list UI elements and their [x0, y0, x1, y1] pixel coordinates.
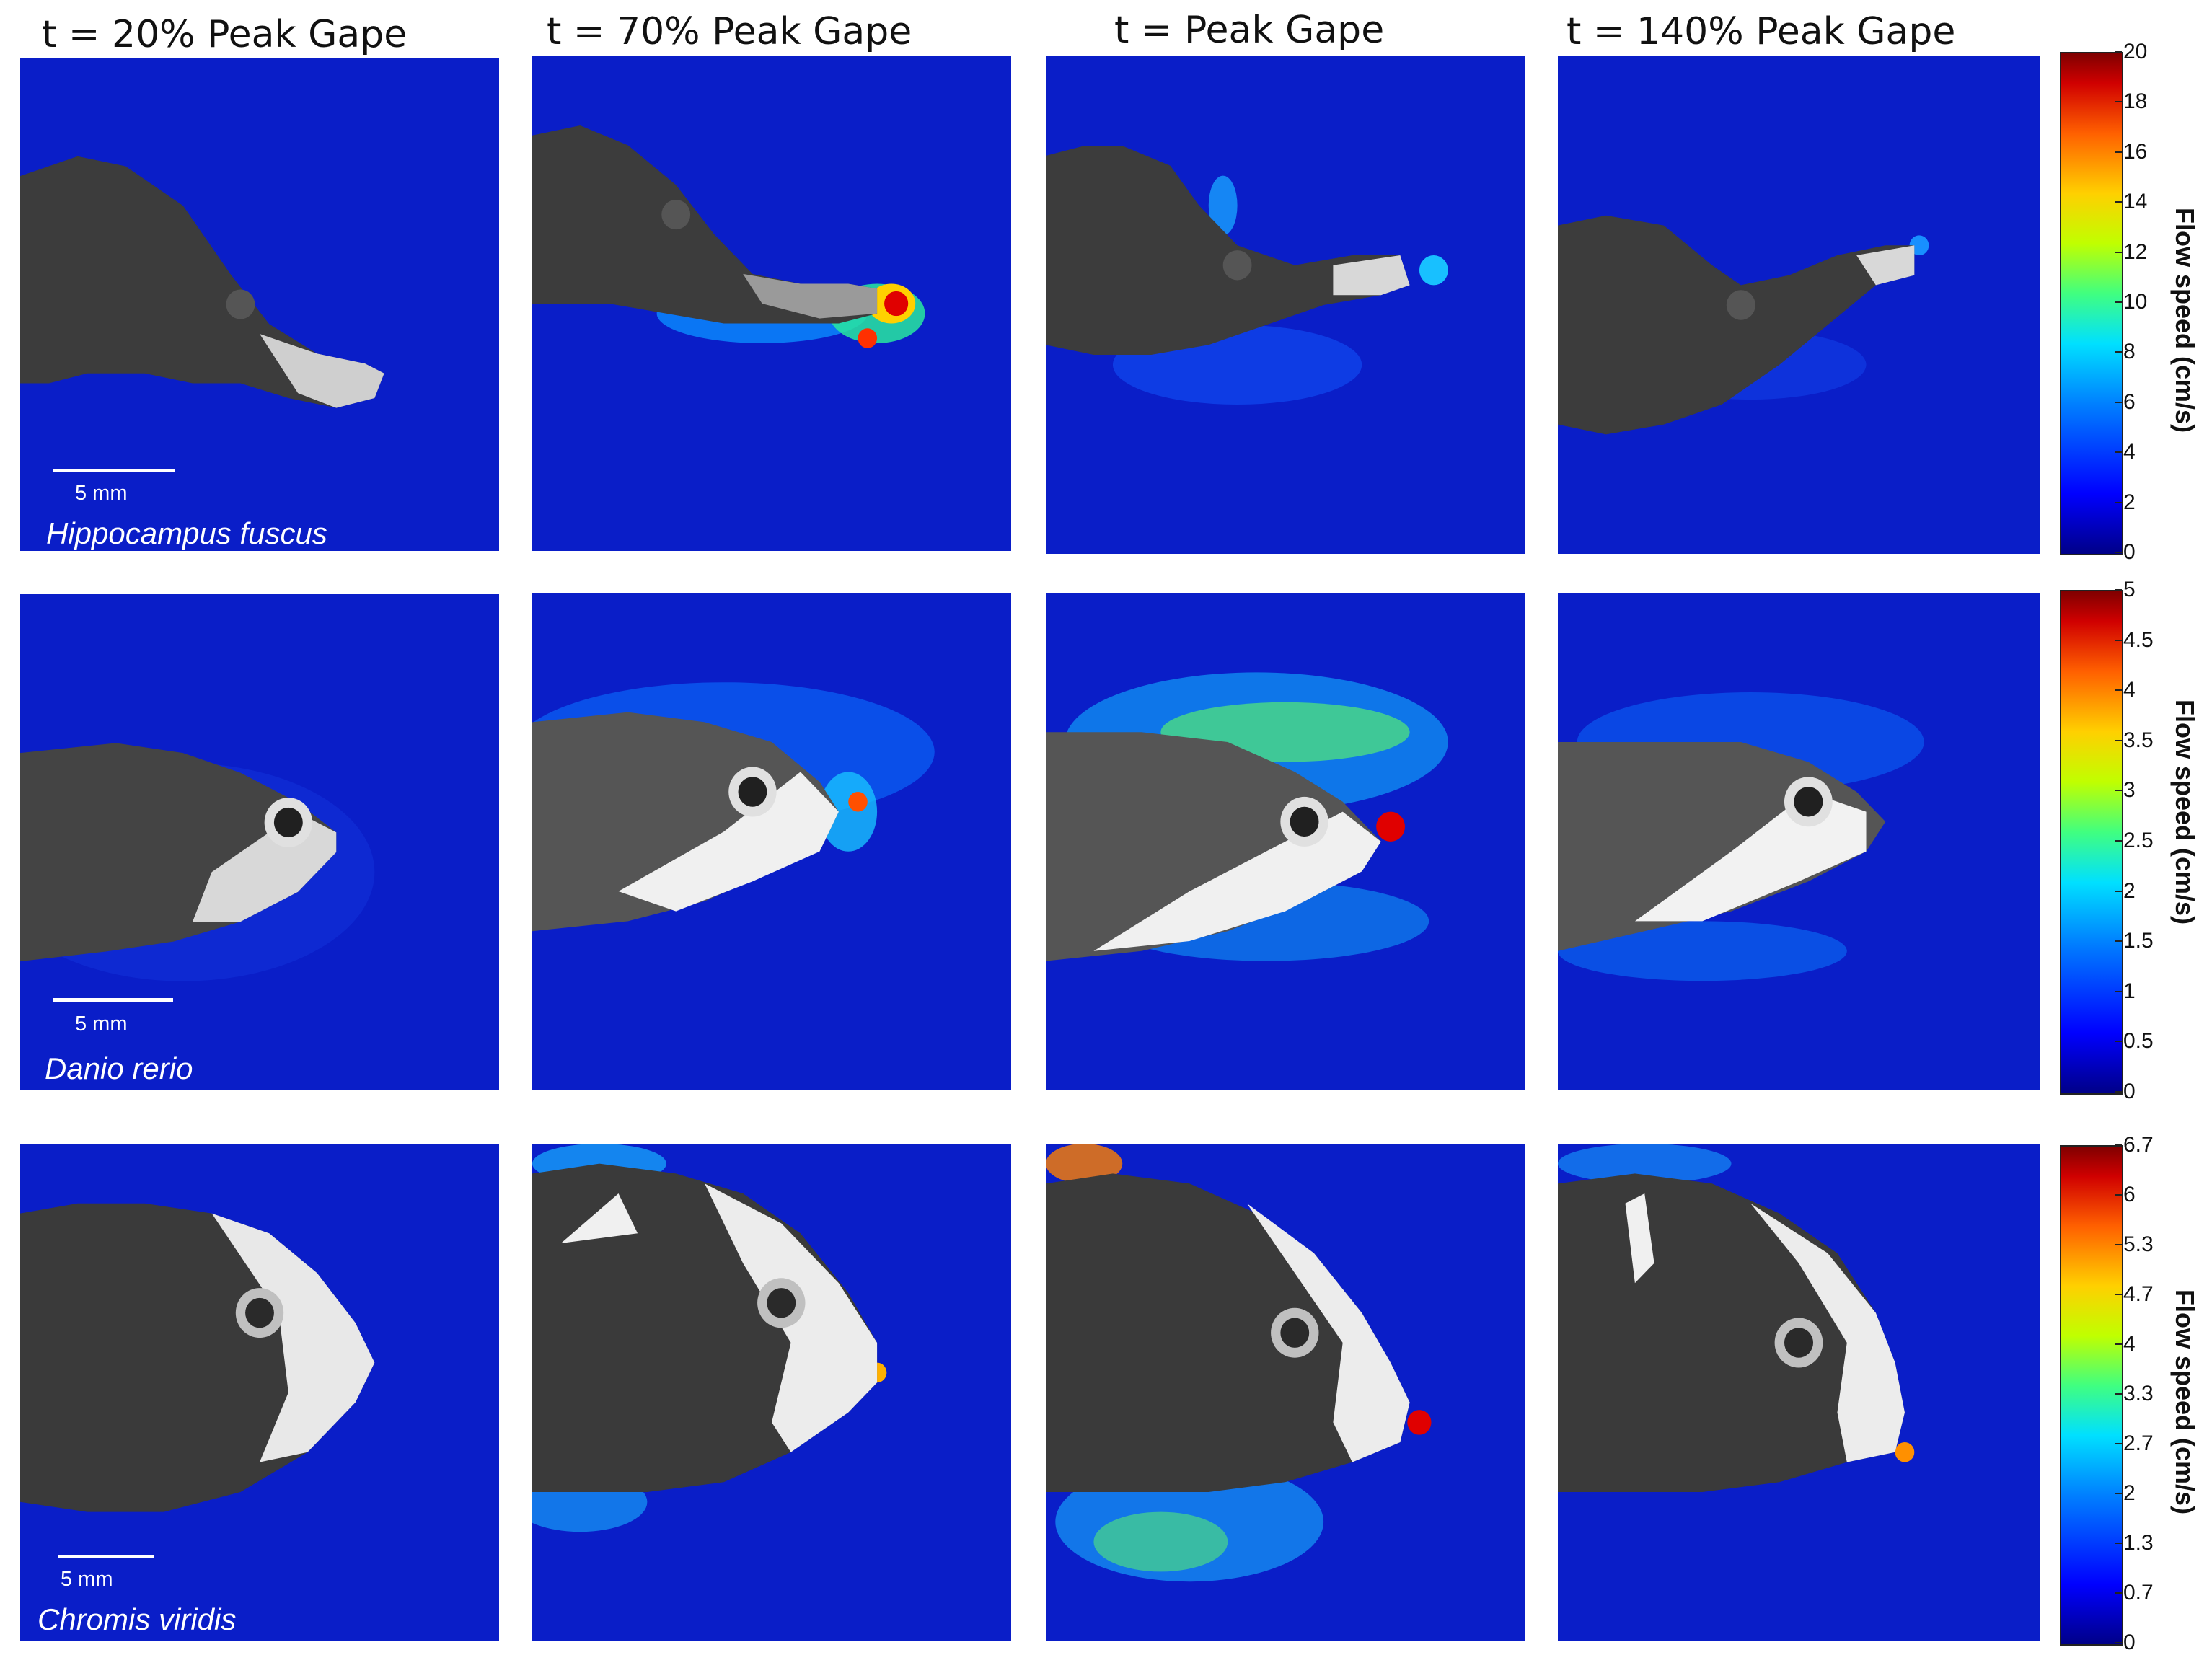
colorbar-tickmark [2115, 940, 2122, 943]
image-panel-r1c2 [532, 56, 1011, 551]
colorbar-tickmark [2115, 151, 2122, 153]
colorbar-tickmark [2115, 1244, 2122, 1245]
colorbar-tick-label: 8 [2123, 340, 2136, 364]
scale-label-r3: 5 mm [61, 1568, 113, 1591]
colorbar-tickmark [2115, 990, 2122, 992]
colorbar-tick-label: 0 [2123, 1080, 2136, 1103]
colorbar-tick-label: 4 [2123, 440, 2136, 464]
colorbar-label-r2: Flow speed (cm/s) [2170, 699, 2200, 925]
scale-label-r1: 5 mm [75, 482, 128, 505]
image-panel-r2c3 [1046, 593, 1525, 1090]
colorbar-label-r3: Flow speed (cm/s) [2170, 1289, 2200, 1515]
colorbar-tickmark [2115, 301, 2122, 303]
colorbar-tick-label: 3 [2123, 778, 2136, 803]
colorbar-tickmark [2115, 101, 2122, 103]
image-panel-r3c3 [1046, 1144, 1525, 1641]
colorbar-tickmark [2115, 1443, 2122, 1444]
column-title-3: t = Peak Gape [1114, 9, 1385, 52]
colorbar-tickmark [2115, 552, 2122, 553]
colorbar-tick-label: 12 [2123, 239, 2148, 264]
colorbar-tick-label: 20 [2123, 40, 2148, 63]
colorbar-tickmark [2115, 1091, 2122, 1093]
species-label-r3: Chromis viridis [38, 1602, 237, 1636]
image-panel-r1c1 [20, 58, 499, 551]
colorbar-tickmark [2115, 201, 2122, 203]
colorbar-tickmark [2115, 1592, 2122, 1594]
image-panel-r3c1 [20, 1144, 499, 1641]
species-label-r2: Danio rerio [45, 1051, 193, 1085]
colorbar-tick-label: 2 [2123, 878, 2136, 903]
scale-bar-r3 [58, 1555, 154, 1558]
colorbar-tick-label: 4 [2123, 1332, 2136, 1356]
image-panel-r1c3 [1046, 56, 1525, 554]
colorbar-tick-label: 2 [2123, 1481, 2136, 1505]
image-panel-r2c2 [532, 593, 1011, 1090]
column-title-1: t = 20% Peak Gape [42, 13, 407, 56]
colorbar-tick-label: 4 [2123, 678, 2136, 702]
colorbar-tick-label: 5.3 [2123, 1232, 2154, 1256]
colorbar-tick-label: 3.3 [2123, 1382, 2154, 1405]
image-panel-r3c2 [532, 1144, 1011, 1641]
colorbar-tick-label: 6 [2123, 389, 2136, 414]
colorbar-tick-label: 1.5 [2123, 929, 2154, 953]
colorbar-tick-label: 2.5 [2123, 829, 2154, 852]
colorbar-tickmark [2115, 1144, 2122, 1146]
colorbar-tickmark [2115, 689, 2122, 692]
colorbar-tick-label: 3.5 [2123, 728, 2154, 752]
colorbar-tickmark [2115, 1393, 2122, 1395]
colorbar-label-r1: Flow speed (cm/s) [2170, 208, 2200, 433]
colorbar-tick-label: 14 [2123, 190, 2148, 214]
colorbar-tickmark [2115, 840, 2122, 842]
species-label-r1: Hippocampus fuscus [46, 516, 327, 550]
colorbar-tickmark [2115, 501, 2122, 503]
colorbar-tick-label: 2 [2123, 490, 2136, 514]
colorbar-tickmark [2115, 589, 2122, 591]
colorbar-tickmark [2115, 1642, 2122, 1643]
colorbar-tick-label: 5 [2123, 578, 2136, 601]
colorbar-r1 [2060, 52, 2123, 555]
colorbar-tickmark [2115, 451, 2122, 454]
colorbar-tick-label: 0.5 [2123, 1029, 2154, 1054]
colorbar-tick-label: 6.7 [2123, 1133, 2154, 1157]
colorbar-tick-label: 18 [2123, 89, 2148, 114]
scale-bar-r1 [53, 469, 175, 472]
colorbar-tickmark [2115, 790, 2122, 792]
colorbar-tickmark [2115, 351, 2122, 353]
image-panel-r1c4 [1558, 56, 2040, 554]
colorbar-tickmark [2115, 1041, 2122, 1043]
column-title-4: t = 140% Peak Gape [1567, 10, 1956, 53]
colorbar-tickmark [2115, 51, 2122, 53]
image-panel-r2c4 [1558, 593, 2040, 1090]
colorbar-tick-label: 0 [2123, 1630, 2136, 1654]
colorbar-tickmark [2115, 401, 2122, 403]
colorbar-r2 [2060, 590, 2123, 1095]
colorbar-tick-label: 6 [2123, 1183, 2136, 1206]
colorbar-tick-label: 4.7 [2123, 1282, 2154, 1306]
colorbar-tickmark [2115, 739, 2122, 741]
colorbar-tick-label: 16 [2123, 139, 2148, 164]
column-title-2: t = 70% Peak Gape [547, 10, 912, 53]
colorbar-tick-label: 10 [2123, 290, 2148, 314]
colorbar-tickmark [2115, 639, 2122, 641]
scale-bar-r2 [53, 998, 173, 1002]
colorbar-tickmark [2115, 890, 2122, 892]
colorbar-tickmark [2115, 1294, 2122, 1295]
colorbar-tickmark [2115, 1194, 2122, 1196]
colorbar-tickmark [2115, 1493, 2122, 1494]
colorbar-tickmark [2115, 251, 2122, 253]
colorbar-tickmark [2115, 1343, 2122, 1345]
colorbar-r3 [2060, 1145, 2123, 1646]
colorbar-tick-label: 4.5 [2123, 627, 2154, 652]
colorbar-tick-label: 2.7 [2123, 1431, 2154, 1455]
colorbar-tick-label: 1.3 [2123, 1531, 2154, 1555]
colorbar-tick-label: 0.7 [2123, 1581, 2154, 1605]
scale-label-r2: 5 mm [75, 1012, 128, 1036]
colorbar-tick-label: 1 [2123, 979, 2136, 1003]
colorbar-tick-label: 0 [2123, 540, 2136, 564]
image-panel-r3c4 [1558, 1144, 2040, 1641]
colorbar-tickmark [2115, 1543, 2122, 1544]
image-panel-r2c1 [20, 594, 499, 1090]
